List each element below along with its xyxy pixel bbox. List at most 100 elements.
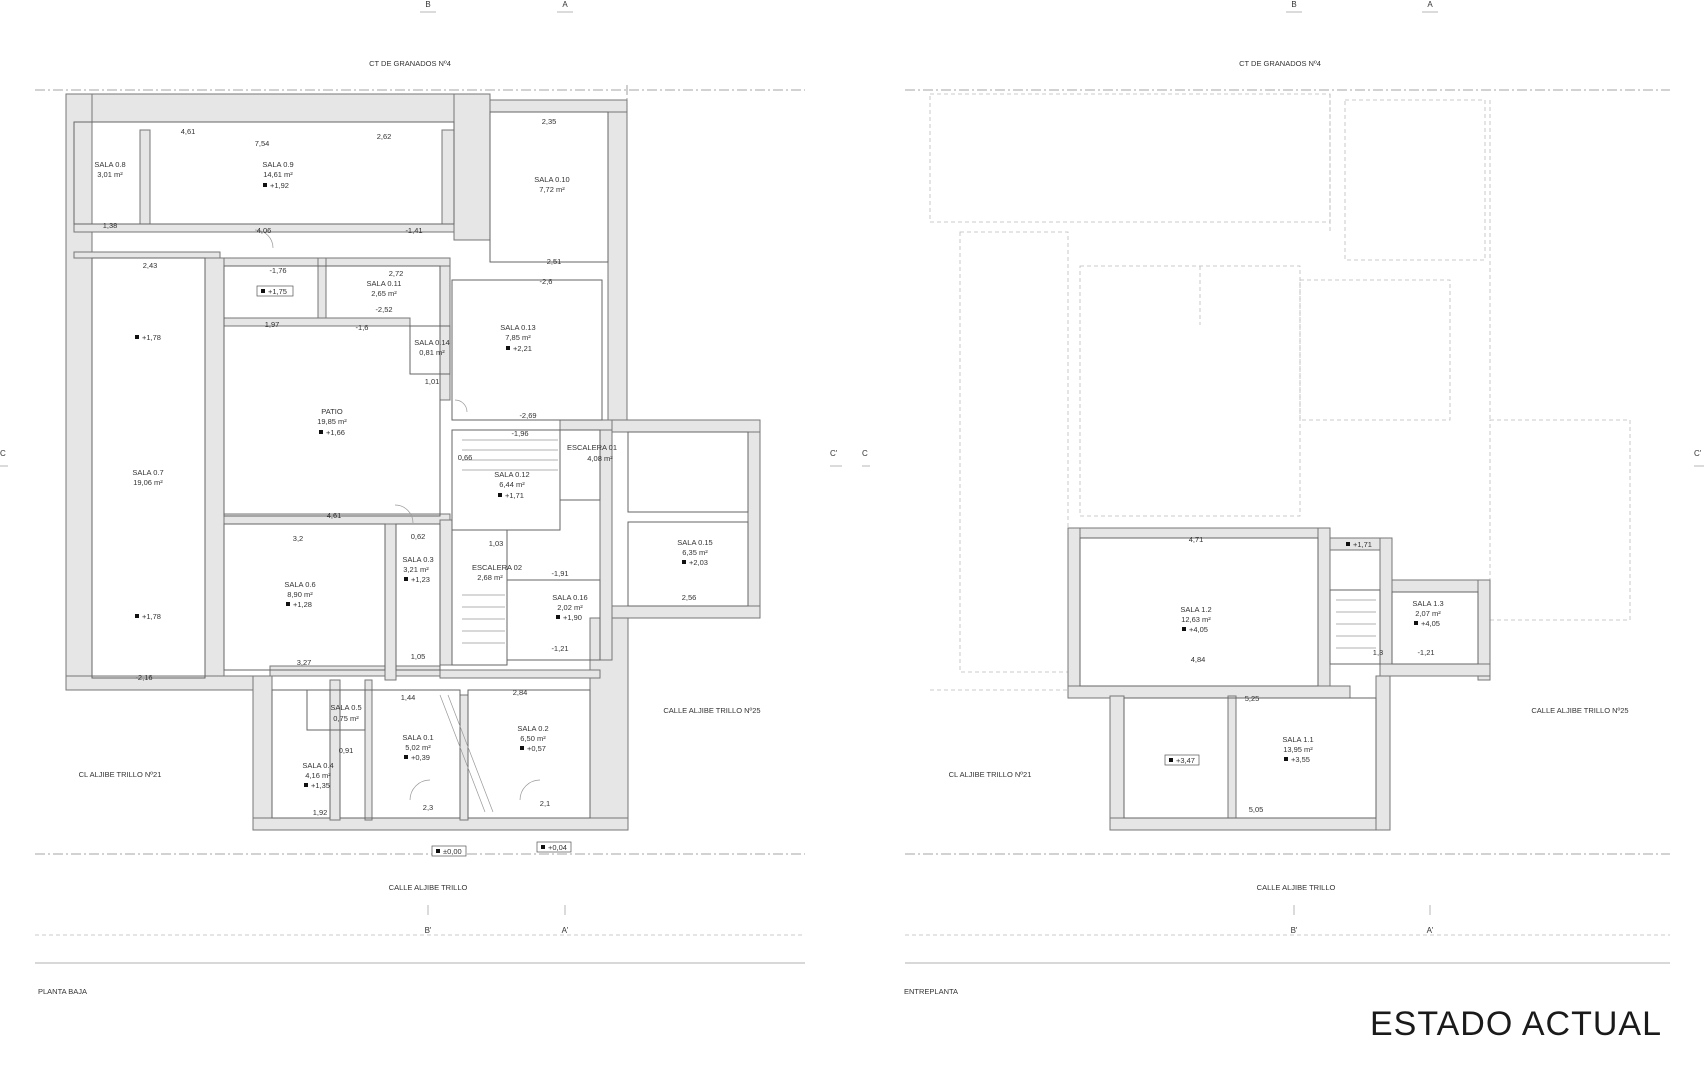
level-value: +3,47 — [1176, 756, 1195, 765]
plan-label-planta-baja: PLANTA BAJA — [38, 987, 87, 996]
dimension: -1,76 — [269, 266, 286, 275]
rooms-entreplanta: SALA 1.2 12,63 m² +4,05 SALA 1.3 2,07 m²… — [1180, 599, 1443, 764]
room-name: SALA 0.15 — [677, 538, 712, 547]
dimension: 7,54 — [255, 139, 270, 148]
room-level: +4,05 — [1189, 625, 1208, 634]
dimension: 1,38 — [103, 221, 118, 230]
room-name: SALA 0.6 — [284, 580, 315, 589]
dimensions-entreplanta: 4,71 4,84 1,3 -1,21 5,25 5,05 — [1189, 535, 1435, 814]
room-area: 3,21 m² — [403, 565, 429, 574]
level-marker-icon — [135, 614, 139, 618]
level-marker-icon — [436, 849, 440, 853]
dimension: -2,6 — [540, 277, 553, 286]
dimension: 0,91 — [339, 746, 354, 755]
room-name: SALA 0.5 — [330, 703, 361, 712]
room-level: +2,21 — [513, 344, 532, 353]
room-level: +1,71 — [505, 491, 524, 500]
dimension: 2,51 — [547, 257, 562, 266]
section-b-bottom: B' — [425, 926, 432, 935]
room-name: ESCALERA 02 — [472, 563, 522, 572]
dimension: -2,52 — [375, 305, 392, 314]
room-area: 19,85 m² — [317, 417, 347, 426]
level-value: +1,71 — [1353, 540, 1372, 549]
room-name: SALA 1.3 — [1412, 599, 1443, 608]
street-top: CT DE GRANADOS Nº4 — [369, 59, 451, 68]
street-right: CALLE ALJIBE TRILLO Nº25 — [663, 706, 760, 715]
room-level: +1,35 — [311, 781, 330, 790]
dimension: 1,03 — [489, 539, 504, 548]
room-area: 0,81 m² — [419, 348, 445, 357]
dimension: 4,84 — [1191, 655, 1206, 664]
plan-label-entreplanta: ENTREPLANTA — [904, 987, 958, 996]
level-value: +1,78 — [142, 333, 161, 342]
section-c-left: C — [862, 449, 868, 458]
rooms-planta-baja: SALA 0.8 3,01 m² SALA 0.9 14,61 m² +1,92… — [94, 160, 712, 790]
room-level: +3,55 — [1291, 755, 1310, 764]
dimension: 1,44 — [401, 693, 416, 702]
dimension: 5,05 — [1249, 805, 1264, 814]
section-a-top: A — [1427, 0, 1433, 9]
level-marker-icon — [1169, 758, 1173, 762]
level-value: ±0,00 — [443, 847, 462, 856]
room-level: +1,28 — [293, 600, 312, 609]
room-area: 19,06 m² — [133, 478, 163, 487]
room-level: +1,92 — [270, 181, 289, 190]
section-c-left: C — [0, 449, 6, 458]
room-name: SALA 0.11 — [367, 279, 402, 288]
dimension: -1,6 — [356, 323, 369, 332]
section-a-bottom: A' — [562, 926, 569, 935]
street-top: CT DE GRANADOS Nº4 — [1239, 59, 1321, 68]
room-name: SALA 0.12 — [494, 470, 529, 479]
room-area: 5,02 m² — [405, 743, 431, 752]
dimensions-planta-baja: 4,61 7,54 2,62 2,35 1,38 4,06 -1,41 2,51… — [103, 117, 697, 817]
section-a-top: A — [562, 0, 568, 9]
dimension: 2,35 — [542, 117, 557, 126]
ghost-lower-floor — [929, 93, 1631, 691]
room-area: 2,65 m² — [371, 289, 397, 298]
dimension: 1,92 — [313, 808, 328, 817]
room-name: SALA 1.2 — [1180, 605, 1211, 614]
room-area: 7,72 m² — [539, 185, 565, 194]
level-value: +1,78 — [142, 612, 161, 621]
street-left: CL ALJIBE TRILLO Nº21 — [79, 770, 162, 779]
street-bottom: CALLE ALJIBE TRILLO — [1257, 883, 1336, 892]
room-area: 4,08 m² — [587, 454, 613, 463]
level-markers: +1,75 +1,78 +1,78 ±0,00 +0,04 — [135, 285, 572, 857]
room-area: 12,63 m² — [1181, 615, 1211, 624]
level-marker-icon — [1346, 542, 1350, 546]
level-marker-icon — [541, 845, 545, 849]
level-markers-entreplanta: +1,71 +3,47 — [1164, 540, 1372, 766]
dimension: 2,1 — [540, 799, 550, 808]
sheet-title: ESTADO ACTUAL — [1370, 1005, 1662, 1043]
street-left: CL ALJIBE TRILLO Nº21 — [949, 770, 1032, 779]
room-name: SALA 1.1 — [1282, 735, 1313, 744]
section-b-top: B — [425, 0, 430, 9]
dimension: -2,16 — [135, 673, 152, 682]
dimension: 4,61 — [327, 511, 342, 520]
dimension: 0,62 — [411, 532, 426, 541]
room-area: 2,68 m² — [477, 573, 503, 582]
dimension: 1,3 — [1373, 648, 1383, 657]
room-name: SALA 0.7 — [132, 468, 163, 477]
room-name: PATIO — [321, 407, 343, 416]
section-b-top: B — [1291, 0, 1296, 9]
level-value: +1,75 — [268, 287, 287, 296]
dimension: 1,97 — [265, 320, 280, 329]
room-name: SALA 0.16 — [552, 593, 587, 602]
room-name: SALA 0.4 — [302, 761, 333, 770]
room-name: SALA 0.3 — [402, 555, 433, 564]
dimension: 2,62 — [377, 132, 392, 141]
room-level: +2,03 — [689, 558, 708, 567]
plan-entreplanta: B A CT DE GRANADOS Nº4 — [862, 0, 1704, 996]
room-area: 6,50 m² — [520, 734, 546, 743]
room-name: SALA 0.2 — [517, 724, 548, 733]
room-name: ESCALERA 01 — [567, 443, 617, 452]
section-c-right: C' — [1694, 449, 1702, 458]
section-c-right: C' — [830, 449, 838, 458]
level-marker-icon — [135, 335, 139, 339]
room-area: 7,85 m² — [505, 333, 531, 342]
dimension: 0,66 — [458, 453, 473, 462]
dimension: -2,69 — [519, 411, 536, 420]
room-name: SALA 0.13 — [500, 323, 535, 332]
